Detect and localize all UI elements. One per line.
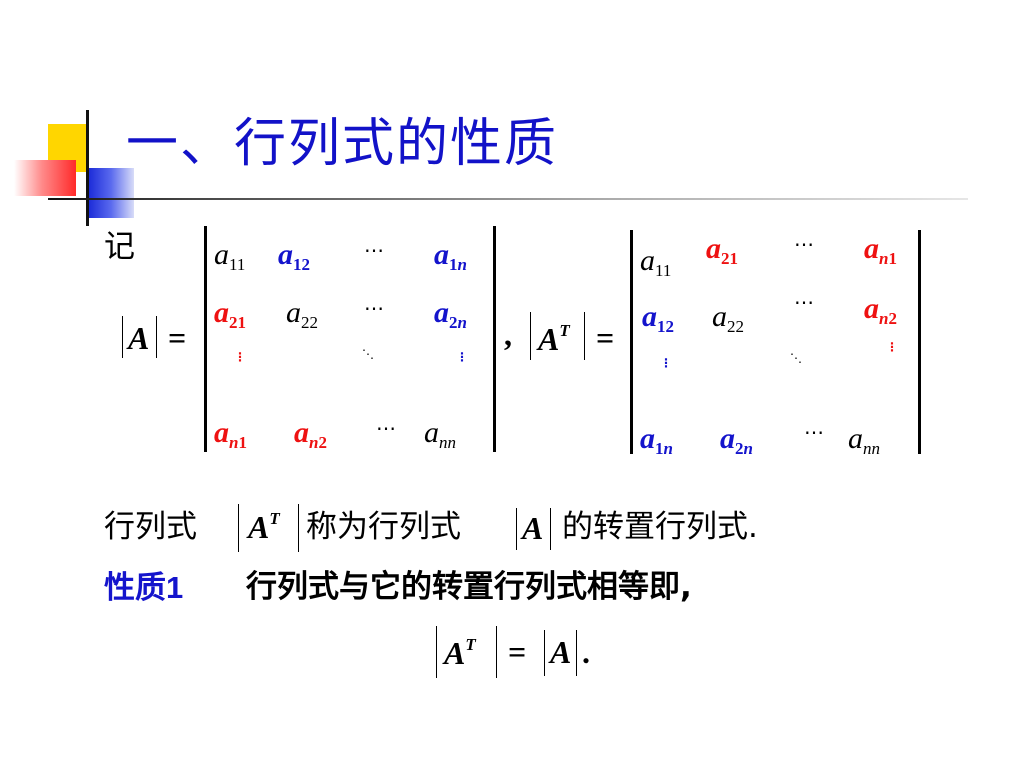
- eq-A: A: [550, 634, 572, 670]
- eq-bar1: [436, 626, 437, 678]
- s1-bar4: [550, 508, 551, 550]
- entry-a12: a12: [278, 238, 310, 274]
- entry-t-a1n: a1n: [640, 422, 673, 458]
- sentence1-part3: 的转置行列式.: [562, 509, 758, 545]
- decor-blue-square: [88, 168, 134, 218]
- entry-a22: a22: [286, 296, 318, 332]
- entry-t-a2n: a2n: [720, 422, 753, 458]
- entry-a1n: a1n: [434, 238, 467, 274]
- entry-t-a22: a22: [712, 300, 744, 336]
- det-A-left-bar: [204, 226, 207, 452]
- entry-a2n: a2n: [434, 296, 467, 332]
- hdots-row1: ⋯: [364, 238, 384, 262]
- equals-sign-AT: =: [596, 320, 615, 356]
- decor-red-bar: [14, 160, 76, 196]
- s1-AT: AT: [248, 509, 280, 545]
- eq-AT: AT: [444, 635, 476, 671]
- eq-bar4: [576, 630, 577, 676]
- det-AT-left-bar: [630, 230, 633, 454]
- equals-sign-A: =: [168, 320, 187, 356]
- eq-bar2: [496, 626, 497, 678]
- eq-period: .: [582, 634, 590, 670]
- slide-title: 一、行列式的性质: [126, 114, 559, 174]
- hdots-row4: ⋯: [376, 416, 396, 440]
- entry-ann: ann: [424, 416, 456, 452]
- vdots-coln: ⋮: [456, 350, 468, 364]
- entry-t-a21: a21: [706, 232, 738, 268]
- separator-comma: ,: [504, 316, 512, 352]
- t-hdots-row1: ⋯: [794, 232, 814, 256]
- entry-an1: an1: [214, 416, 247, 452]
- entry-t-a11: a11: [640, 244, 672, 280]
- det-AT-right-bar: [918, 230, 921, 454]
- entry-a21: a21: [214, 296, 246, 332]
- s1-bar2: [298, 504, 299, 552]
- eq-equals: =: [508, 634, 527, 670]
- t-ddots: ⋱: [790, 351, 802, 365]
- lhs-A: A: [128, 320, 150, 356]
- abs-bar-right-at: [584, 312, 585, 360]
- t-vdots-coln: ⋮: [886, 340, 898, 354]
- abs-bar-left: [122, 316, 123, 358]
- entry-t-ann: ann: [848, 422, 880, 458]
- s1-bar3: [516, 508, 517, 550]
- decor-horizontal-line: [48, 198, 968, 200]
- abs-bar-left-at: [530, 312, 531, 360]
- sentence1-part2: 称为行列式: [306, 509, 461, 545]
- s1-bar1: [238, 504, 239, 552]
- entry-an2: an2: [294, 416, 327, 452]
- hdots-row2: ⋯: [364, 296, 384, 320]
- entry-a11: a11: [214, 238, 246, 274]
- vdots-col1: ⋮: [234, 350, 246, 364]
- t-hdots-row4: ⋯: [804, 420, 824, 444]
- entry-t-an1: an1: [864, 232, 897, 268]
- t-hdots-row2: ⋯: [794, 290, 814, 314]
- det-A-right-bar: [493, 226, 496, 452]
- s1-A: A: [522, 510, 544, 546]
- ddots-A: ⋱: [362, 347, 374, 361]
- lhs-AT: AT: [538, 321, 570, 357]
- property-label: 性质1: [104, 570, 184, 605]
- property-text: 行列式与它的转置行列式相等即,: [246, 569, 692, 605]
- intro-label: 记: [104, 229, 135, 265]
- t-vdots-col1: ⋮: [660, 356, 672, 370]
- entry-t-a12: a12: [642, 300, 674, 336]
- abs-bar-right: [156, 316, 157, 358]
- eq-bar3: [544, 630, 545, 676]
- decor-vertical-line: [86, 110, 89, 226]
- entry-t-an2: an2: [864, 292, 897, 328]
- sentence1-part1: 行列式: [104, 509, 197, 545]
